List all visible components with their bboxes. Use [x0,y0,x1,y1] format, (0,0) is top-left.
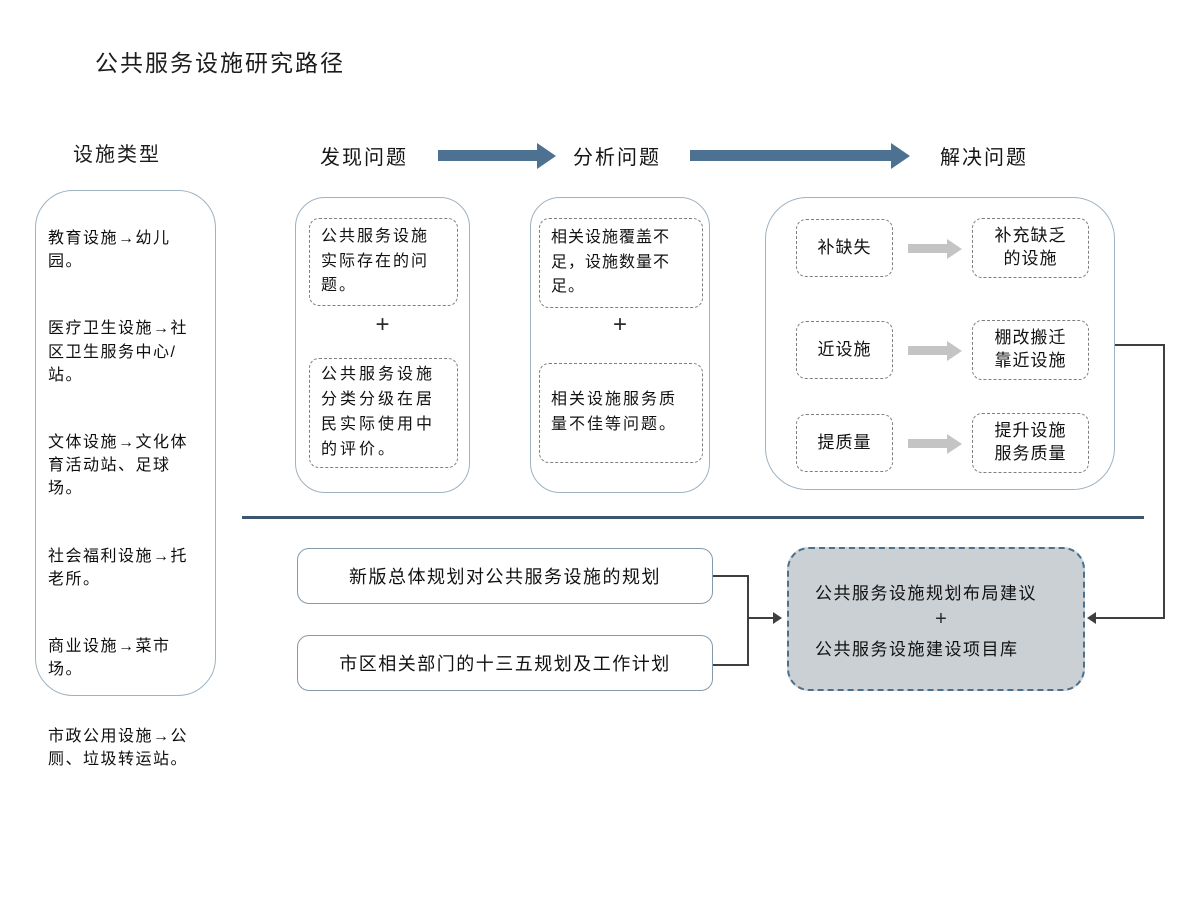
facility-type-panel: 教育设施→幼儿园。 医疗卫生设施→社区卫生服务中心/站。 文体设施→文化体育活动… [35,190,216,768]
output-box: 公共服务设施规划布局建议 + 公共服务设施建设项目库 [787,547,1085,691]
facility-item-education: 教育设施→幼儿园。 [48,230,171,271]
find-item-2: 公共服务设施分类分级在居民实际使用中的评价。 [309,358,458,468]
stage-label-analyze: 分析问题 [573,147,661,169]
find-plus-sign: + [375,311,390,338]
solve-result-quality: 提升设施 服务质量 [972,413,1089,473]
analyze-plus-sign: + [612,311,627,338]
facility-item-municipal: 市政公用设施→公厕、垃圾转运站。 [48,728,189,769]
stage-label-find: 发现问题 [320,147,408,169]
solve-label-quality-text: 提质量 [817,432,872,452]
flow-arrow-1-icon [438,150,537,161]
source-box-five-year-plan: 市区相关部门的十三五规划及工作计划 [297,635,713,691]
source-box-five-year-plan-text: 市区相关部门的十三五规划及工作计划 [339,654,671,674]
facility-item-commercial: 商业设施→菜市场。 [48,637,171,679]
connector-solve-arrowhead-icon [1087,612,1096,624]
solve-result-near-facility-text: 棚改搬迁 靠近设施 [994,328,1067,370]
connector-solve-return-h [1096,617,1165,619]
solve-label-near-facility-text: 近设施 [817,339,872,359]
output-line-2: 公共服务设施建设项目库 [815,639,1019,659]
analyze-item-1: 相关设施覆盖不足，设施数量不足。 [539,218,703,308]
solve-problems-box: 补缺失 补充缺乏 的设施 近设施 棚改搬迁 靠近设施 提质量 提升设施 服务质量 [765,197,1115,490]
analyze-item-1-text: 相关设施覆盖不足，设施数量不足。 [551,228,671,296]
connector-solve-v [1163,344,1165,619]
page-title: 公共服务设施研究路径 [95,50,345,76]
connector-source1-h [713,575,748,577]
solve-label-fill-gap: 补缺失 [796,219,893,277]
find-item-1: 公共服务设施实际存在的问题。 [309,218,458,306]
solve-label-quality: 提质量 [796,414,893,472]
connector-merge-h [747,617,774,619]
solve-arrow-3-icon [908,439,947,448]
find-problems-box: 公共服务设施实际存在的问题。 + 公共服务设施分类分级在居民实际使用中的评价。 [295,197,470,493]
solve-result-near-facility: 棚改搬迁 靠近设施 [972,320,1089,380]
connector-solve-h [1115,344,1165,346]
connector-merge-arrowhead-icon [773,612,782,624]
connector-source2-h [713,664,748,666]
output-line-1: 公共服务设施规划布局建议 [815,583,1037,603]
solve-arrow-2-icon [908,346,947,355]
solve-result-fill-gap-text: 补充缺乏 的设施 [994,226,1067,268]
facility-column-header: 设施类型 [73,144,161,166]
source-box-master-plan-text: 新版总体规划对公共服务设施的规划 [349,567,661,587]
stage-label-solve: 解决问题 [940,147,1028,169]
section-divider [242,516,1144,519]
source-box-master-plan: 新版总体规划对公共服务设施的规划 [297,548,713,604]
solve-arrow-1-icon [908,244,947,253]
find-item-2-text: 公共服务设施分类分级在居民实际使用中的评价。 [321,366,436,458]
solve-label-fill-gap-text: 补缺失 [817,237,872,257]
flow-arrow-2-icon [690,150,891,161]
find-item-1-text: 公共服务设施实际存在的问题。 [321,227,430,295]
solve-result-quality-text: 提升设施 服务质量 [994,421,1067,463]
analyze-item-2-text: 相关设施服务质量不佳等问题。 [551,391,678,433]
facility-item-medical: 医疗卫生设施→社区卫生服务中心/站。 [48,320,189,384]
facility-item-welfare: 社会福利设施→托老所。 [48,547,189,588]
facility-item-culture-sports: 文体设施→文化体育活动站、足球场。 [48,433,189,498]
solve-result-fill-gap: 补充缺乏 的设施 [972,218,1089,278]
output-plus-sign: + [935,607,947,630]
analyze-item-2: 相关设施服务质量不佳等问题。 [539,363,703,463]
analyze-problems-box: 相关设施覆盖不足，设施数量不足。 + 相关设施服务质量不佳等问题。 [530,197,710,493]
connector-bracket-v [747,575,749,666]
solve-label-near-facility: 近设施 [796,321,893,379]
